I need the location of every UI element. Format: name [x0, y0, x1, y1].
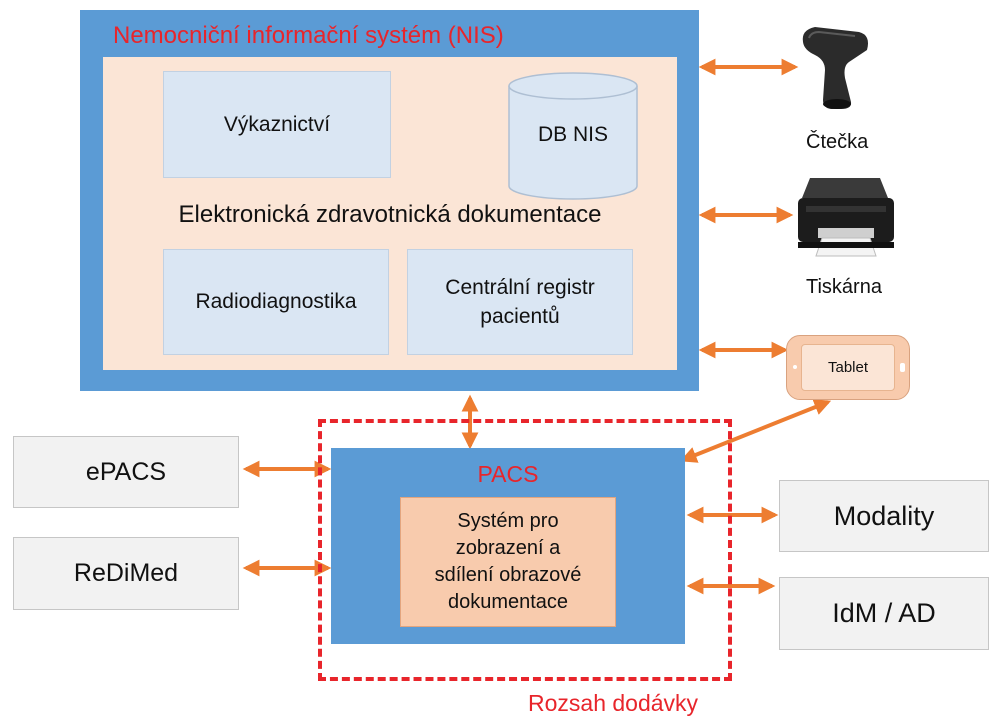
tablet-home-button	[900, 363, 905, 372]
printer-label: Tiskárna	[806, 276, 882, 298]
pacs-system-line-1: Systém pro	[457, 510, 559, 532]
module-registr-line1: Centrální registr	[445, 276, 595, 299]
pacs-system-line-4: dokumentace	[447, 591, 569, 613]
redimed-box: ReDiMed	[13, 537, 239, 610]
redimed-label: ReDiMed	[73, 559, 179, 587]
module-radiodiagnostika-label: Radiodiagnostika	[195, 290, 357, 313]
pacs-system-line-2: zobrazení a	[455, 537, 561, 559]
tablet-device: Tablet	[786, 335, 910, 400]
tablet-camera-dot	[793, 365, 797, 369]
ezd-label: Elektronická zdravotnická dokumentace	[178, 201, 602, 228]
pacs-system-line-3: sdílení obrazové	[434, 564, 582, 586]
reader-label: Čtečka	[806, 131, 869, 153]
epacs-box: ePACS	[13, 436, 239, 508]
module-vykaznictvi: Výkaznictví	[163, 71, 391, 178]
pacs-display-system: Systém pro zobrazení a sdílení obrazové …	[400, 497, 616, 627]
modality-box: Modality	[779, 480, 989, 552]
barcode-reader-icon	[802, 27, 868, 109]
database-icon	[508, 72, 638, 200]
modality-label: Modality	[833, 500, 935, 531]
module-centralni-registr: Centrální registr pacientů	[407, 249, 633, 355]
db-nis-label: DB NIS	[537, 123, 608, 146]
idm-ad-label: IdM / AD	[832, 598, 936, 628]
printer-icon	[798, 178, 894, 257]
epacs-label: ePACS	[85, 457, 167, 486]
arrow-tablet-pacs	[679, 399, 832, 463]
module-vykaznictvi-label: Výkaznictví	[223, 112, 331, 136]
idm-ad-box: IdM / AD	[779, 577, 989, 650]
nis-title: Nemocniční informační systém (NIS)	[113, 22, 504, 49]
delivery-scope-label: Rozsah dodávky	[528, 690, 699, 716]
module-registr-line2: pacientů	[480, 305, 560, 328]
tablet-screen: Tablet	[801, 344, 895, 391]
delivery-scope-boundary	[318, 419, 732, 681]
tablet-label: Tablet	[827, 359, 869, 376]
module-radiodiagnostika: Radiodiagnostika	[163, 249, 389, 355]
pacs-title: PACS	[477, 460, 539, 487]
